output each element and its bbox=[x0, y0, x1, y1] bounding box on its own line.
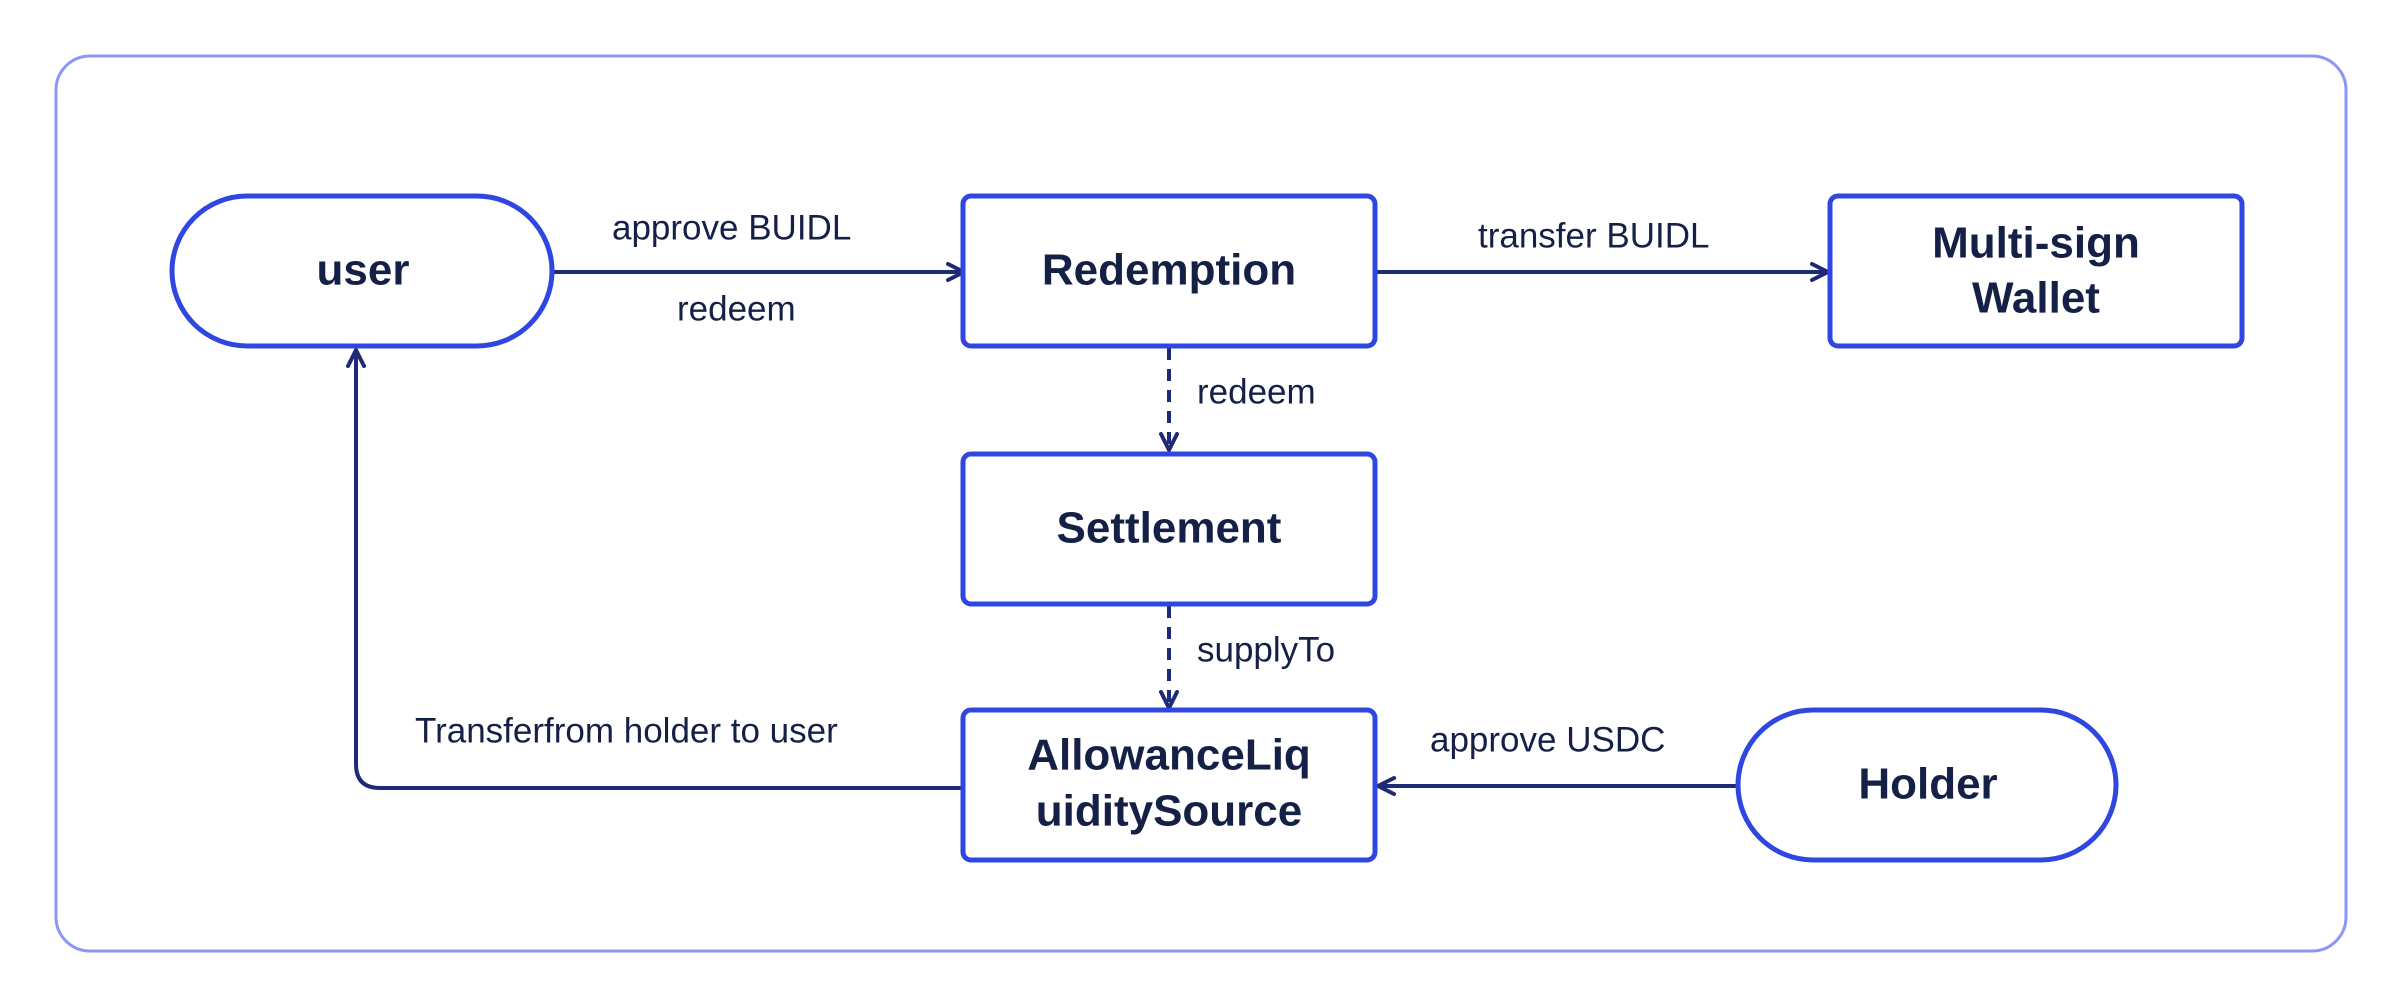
node-user-label: user bbox=[317, 246, 410, 295]
node-user: user bbox=[169, 193, 555, 349]
node-wallet-label-line2: Wallet bbox=[1972, 274, 2100, 323]
edge-holder-to-allowance: approve USDC bbox=[1376, 720, 1736, 796]
edge-label-supplyto: supplyTo bbox=[1197, 630, 1335, 669]
node-holder: Holder bbox=[1735, 707, 2119, 863]
edge-redemption-to-settlement: redeem bbox=[1159, 348, 1316, 452]
node-redemption-label: Redemption bbox=[1042, 246, 1296, 295]
edge-settlement-to-allowance: supplyTo bbox=[1159, 606, 1335, 710]
node-allowance-label-line1: AllowanceLiq bbox=[1027, 731, 1311, 780]
edge-label-approve-buidl: approve BUIDL bbox=[612, 208, 851, 247]
edge-label-transferfrom: Transferfrom holder to user bbox=[415, 711, 838, 750]
edge-redemption-to-wallet: transfer BUIDL bbox=[1376, 216, 1830, 282]
node-allowance-label-line2: uiditySource bbox=[1036, 787, 1303, 836]
node-redemption: Redemption bbox=[960, 193, 1378, 349]
edge-label-approve-usdc: approve USDC bbox=[1430, 720, 1665, 759]
node-holder-label: Holder bbox=[1858, 760, 1997, 809]
node-multi-sign-wallet: Multi-sign Wallet bbox=[1827, 193, 2245, 349]
edge-label-redeem-settlement: redeem bbox=[1197, 372, 1316, 411]
node-settlement: Settlement bbox=[960, 451, 1378, 607]
edge-allowance-to-user: Transferfrom holder to user bbox=[346, 348, 962, 790]
node-allowance-liquidity-source: AllowanceLiq uiditySource bbox=[960, 707, 1378, 863]
node-settlement-label: Settlement bbox=[1057, 504, 1282, 553]
edge-label-transfer-buidl: transfer BUIDL bbox=[1478, 216, 1709, 255]
node-wallet-label-line1: Multi-sign bbox=[1932, 219, 2140, 268]
edge-user-to-redemption: approve BUIDL redeem bbox=[554, 208, 966, 328]
edge-label-redeem: redeem bbox=[677, 289, 796, 328]
